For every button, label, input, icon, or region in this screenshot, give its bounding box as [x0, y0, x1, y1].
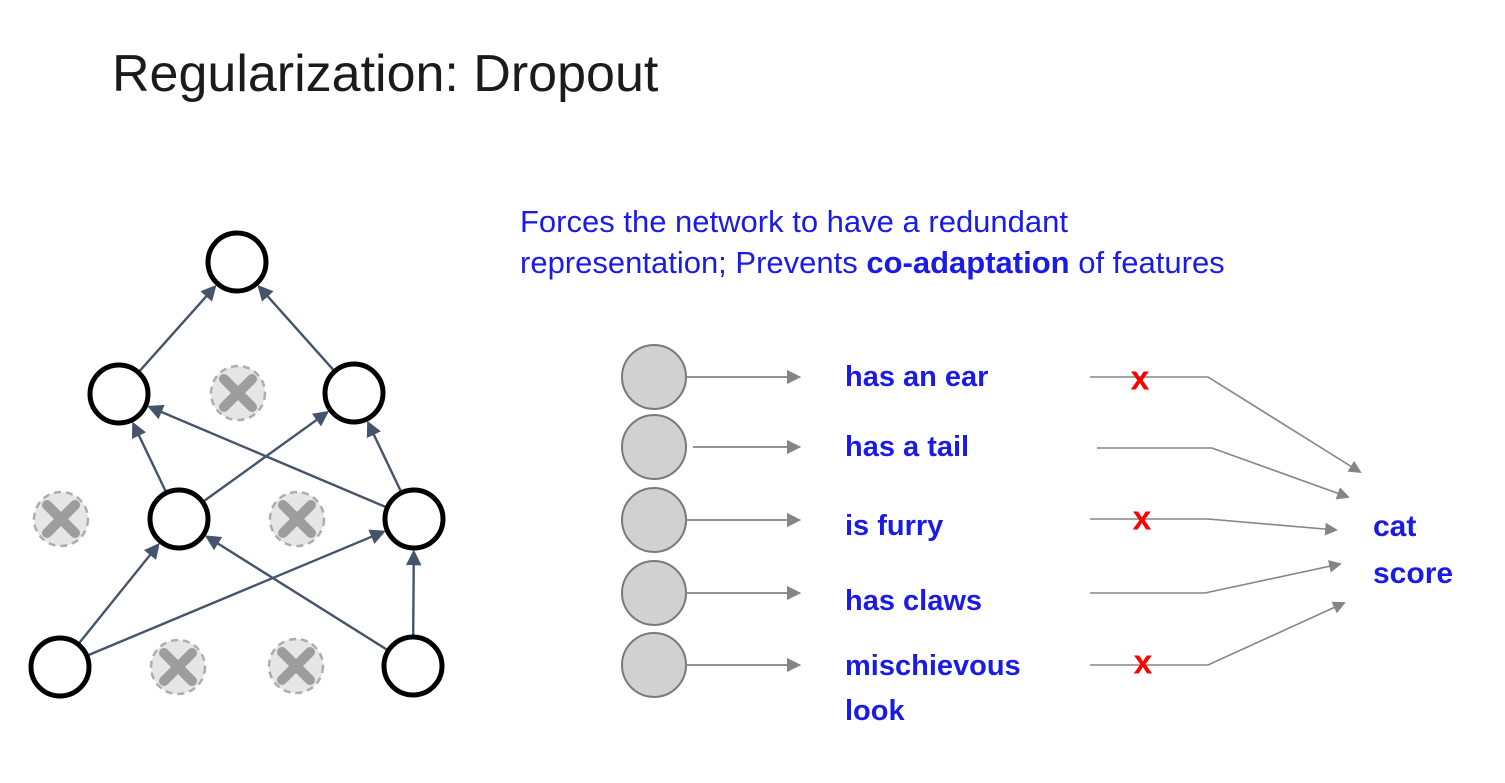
- active-node: [381, 634, 445, 698]
- feature-label-mischievous-look: mischievous look: [845, 650, 1021, 727]
- active-node: [87, 362, 151, 426]
- feature-node: [621, 344, 687, 410]
- network-edges: [78, 284, 422, 657]
- output-line1: cat: [1373, 510, 1417, 543]
- dropped-node: [268, 490, 326, 548]
- score-connector: [1090, 376, 1362, 474]
- edge: [88, 529, 386, 657]
- feature-label-has-a-tail: has a tail: [845, 431, 970, 463]
- score-connector: [1090, 560, 1342, 594]
- edge: [366, 420, 402, 492]
- edge: [405, 549, 422, 636]
- slide-title: Regularization: Dropout: [112, 45, 659, 103]
- dropped-feature-x-mark: x: [1130, 359, 1150, 398]
- feature-arrows: [687, 369, 802, 673]
- output-label-cat-score: cat score: [1373, 503, 1453, 597]
- output-line2: score: [1373, 557, 1454, 590]
- edge: [131, 421, 167, 492]
- description-line1: Forces the network to have a redundant: [520, 204, 1068, 239]
- description-bold: co-adaptation: [866, 245, 1070, 280]
- edge: [138, 284, 217, 372]
- dropped-node: [267, 637, 325, 695]
- active-node: [205, 230, 269, 294]
- edge: [147, 404, 386, 509]
- edge: [257, 284, 335, 371]
- dropped-feature-x-mark: x: [1133, 643, 1153, 682]
- edge: [204, 535, 388, 651]
- feature-node: [621, 632, 687, 698]
- dropped-node: [32, 490, 90, 548]
- network-dropped-nodes: [32, 364, 326, 696]
- dropped-node: [149, 638, 207, 696]
- active-node: [28, 635, 92, 699]
- feature-label-has-claws: has claws: [845, 585, 983, 617]
- feature-node: [621, 414, 687, 480]
- description-line2-post: of features: [1069, 245, 1225, 280]
- description-text: Forces the network to have a redundant r…: [520, 201, 1380, 283]
- active-node: [322, 361, 386, 425]
- score-connector: [1090, 601, 1346, 666]
- feature-node: [621, 560, 687, 626]
- score-connectors: [1090, 376, 1362, 666]
- edge: [78, 542, 160, 644]
- active-node: [382, 487, 446, 551]
- feature-label-has-an-ear: has an ear: [845, 361, 989, 393]
- description-line2-pre: representation; Prevents: [520, 245, 867, 280]
- network-active-nodes: [28, 230, 446, 699]
- dropped-feature-x-mark: x: [1132, 499, 1152, 538]
- score-connector: [1097, 447, 1350, 500]
- active-node: [147, 487, 211, 551]
- feature-label-is-furry: is furry: [845, 510, 944, 542]
- score-connector: [1090, 518, 1338, 536]
- feature-node: [621, 487, 687, 553]
- feature-nodes: [621, 344, 687, 698]
- dropped-node: [209, 364, 267, 422]
